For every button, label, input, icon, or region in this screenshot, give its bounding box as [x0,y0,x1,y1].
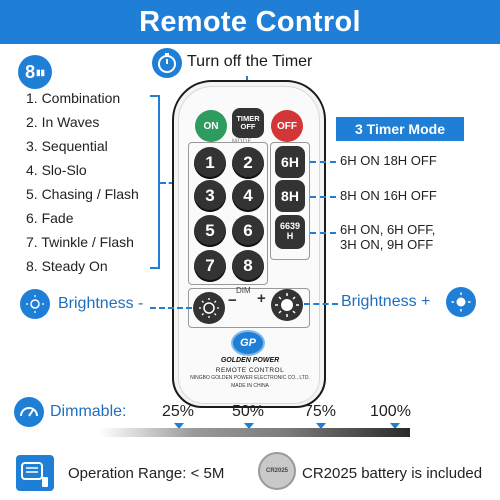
title-banner: Remote Control [0,0,500,44]
brightness-down-label: Brightness - [58,295,144,312]
mode-button-4-label: 4 [243,186,253,205]
mode-item-1: 1. Combination [26,90,121,106]
timer-off-label: Turn off the Timer [187,53,313,70]
mode-button-8-label: 8 [243,256,253,275]
off-button[interactable]: OFF [271,110,303,142]
timer-connector-8h [310,196,336,198]
mode-button-5[interactable]: 5 [194,215,226,247]
mode-button-4[interactable]: 4 [232,180,264,212]
coin-battery-text: CR2025 [265,468,288,474]
dim-level-50: 50% [232,403,265,420]
brightness-up-connector [304,303,338,305]
mode-button-2[interactable]: 2 [232,147,264,179]
timer-button-line1: TIMER [236,113,260,123]
timer-group-outline [270,142,310,260]
mode-count-icon: 8▮▮ [18,55,52,89]
brightness-down-connector [150,307,192,309]
mode-item-2: 2. In Waves [26,114,100,130]
timer-mode-badge: 3 Timer Mode [336,117,464,141]
mode-button-1-label: 1 [205,153,215,172]
timer-connector-6h [310,161,336,163]
brightness-down-button[interactable] [193,292,225,324]
dimmable-gauge-icon [14,397,44,427]
mode-button-3-label: 3 [205,186,215,205]
timer-6639-h-label: H [286,231,294,241]
mode-count: 8 [25,61,36,82]
mode-bracket [150,95,160,269]
timer-option-6639-line1: 6H ON, 6H OFF, [340,222,436,237]
battery-included-label: CR2025 battery is included [302,465,483,482]
brand-name: GOLDEN POWER [220,357,280,364]
dim-label: DIM [236,286,251,295]
mode-item-5: 5. Chasing / Flash [26,186,139,202]
timer-6639-label: 6639 [279,221,301,232]
mode-button-1[interactable]: 1 [194,147,226,179]
page-title: Remote Control [139,5,361,38]
dim-level-25: 25% [162,403,195,420]
mode-button-7-label: 7 [205,256,215,275]
manufacturer-label: NINGBO GOLDEN POWER ELECTRONIC CO., LTD. [190,375,310,381]
brightness-down-icon [20,289,50,319]
timer-8h-button[interactable]: 8H [275,180,305,212]
dim-level-75: 75% [304,403,337,420]
dim-level-100: 100% [370,403,411,420]
timer-6h-button[interactable]: 6H [275,146,305,178]
brightness-up-icon [446,287,476,317]
operation-range-label: Operation Range: < 5M [68,465,225,482]
stopwatch-icon [152,48,182,78]
dim-marker-75 [316,423,326,429]
brightness-up-label: Brightness + [341,293,431,310]
mode-button-5-label: 5 [205,221,215,240]
mode-button-6-label: 6 [243,221,253,240]
coin-battery-icon: CR2025 [258,452,296,490]
mode-item-3: 3. Sequential [26,138,108,154]
timer-off-button[interactable]: TIMER OFF [232,108,264,138]
timer-8h-label: 8H [281,188,299,204]
made-in-label: MADE IN CHINA [231,383,269,389]
mode-button-2-label: 2 [243,153,253,172]
mode-button-6[interactable]: 6 [232,215,264,247]
timer-option-8h: 8H ON 16H OFF [340,188,437,203]
dim-minus-sign: − [228,292,237,309]
on-button[interactable]: ON [195,110,227,142]
mode-button-8[interactable]: 8 [232,250,264,282]
mode-button-7[interactable]: 7 [194,250,226,282]
timer-option-6h: 6H ON 18H OFF [340,153,437,168]
dimmable-label: Dimmable: [50,403,127,420]
dimming-gradient-bar [100,428,410,437]
off-button-label: OFF [277,120,297,132]
brand-logo: GP [231,330,265,356]
timer-option-6639-line2: 3H ON, 9H OFF [340,237,434,252]
mode-item-6: 6. Fade [26,210,74,226]
brightness-up-button[interactable] [271,289,303,321]
timer-6639-button[interactable]: 6639 H [275,215,305,249]
timer-button-line2: OFF [240,122,256,131]
mode-item-8: 8. Steady On [26,258,108,274]
mode-item-4: 4. Slo-Slo [26,162,87,178]
timer-6h-label: 6H [281,154,299,170]
on-button-label: ON [203,120,219,132]
remote-control-label: REMOTE CONTROL [215,367,285,374]
dim-marker-100 [390,423,400,429]
dim-plus-sign: + [257,290,266,307]
remote-range-icon [16,455,54,491]
mode-group-outline [188,142,268,285]
mode-button-3[interactable]: 3 [194,180,226,212]
timer-connector-6639 [310,232,336,234]
mode-item-7: 7. Twinkle / Flash [26,234,134,250]
dim-marker-25 [174,423,184,429]
dim-marker-50 [244,423,254,429]
